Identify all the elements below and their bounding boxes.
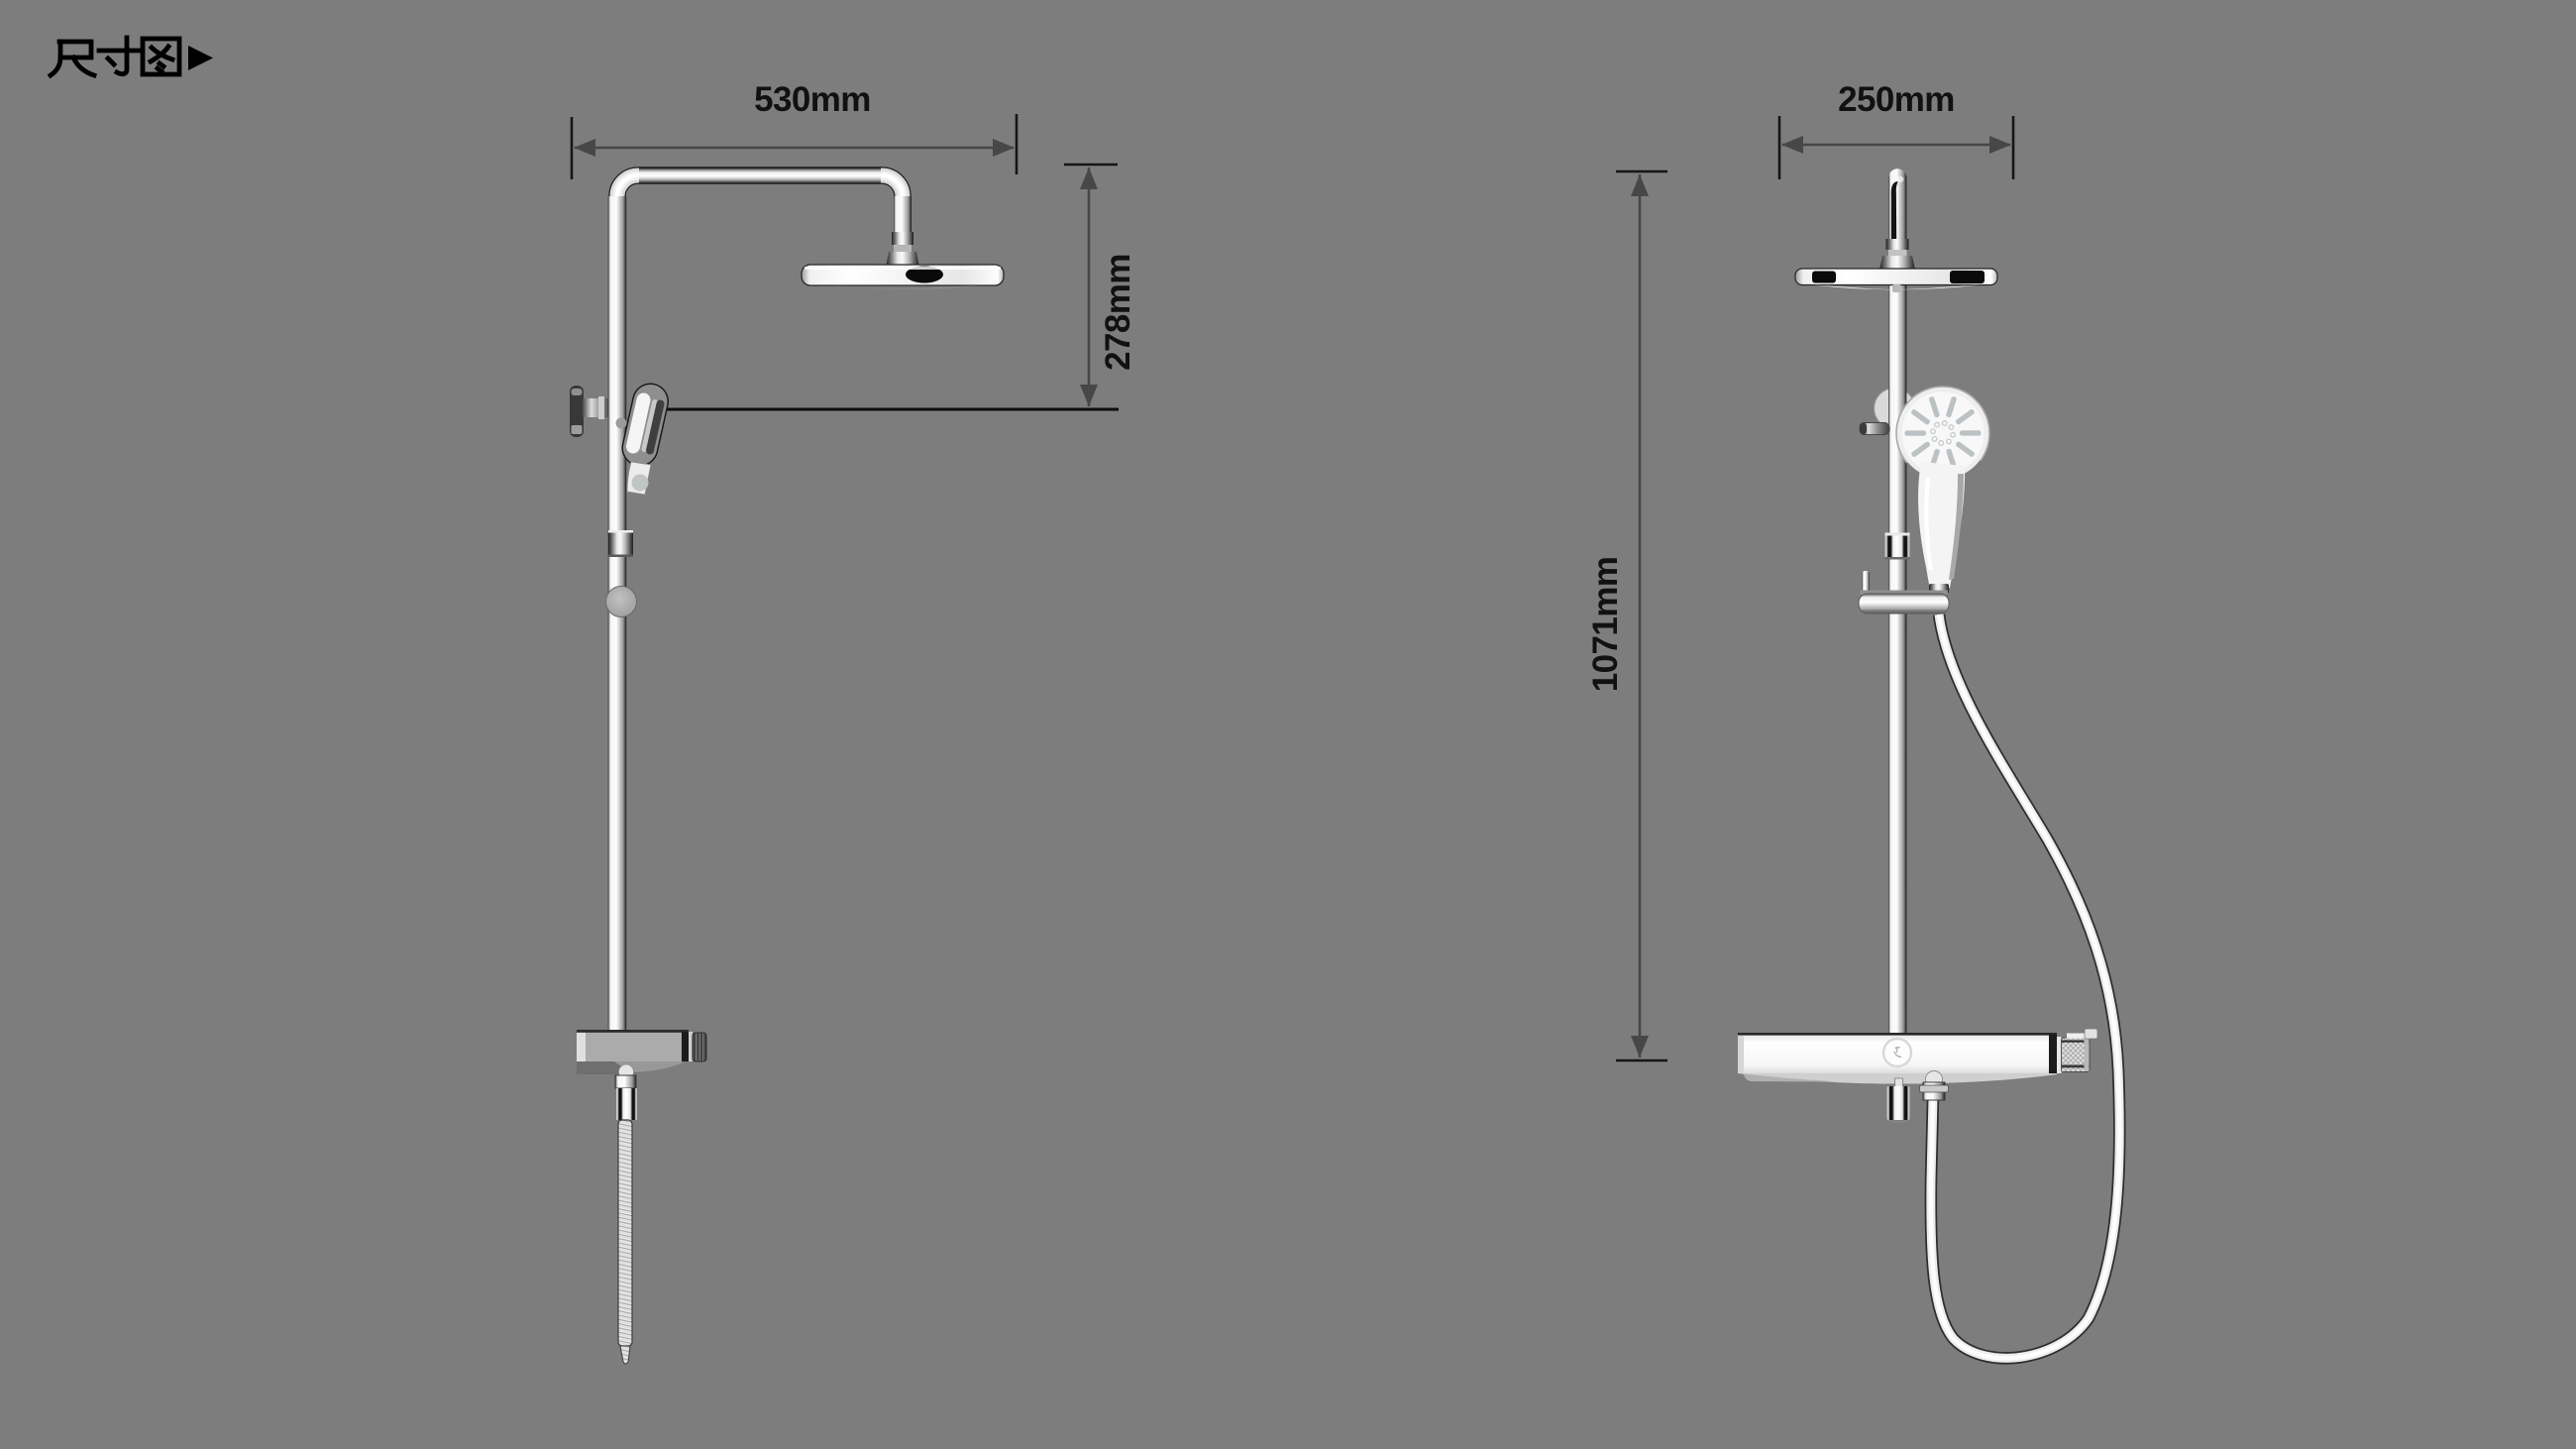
svg-text:1071mm: 1071mm [1586, 557, 1625, 693]
svg-text:278mm: 278mm [1099, 254, 1137, 371]
svg-text:530mm: 530mm [754, 80, 871, 119]
svg-text:250mm: 250mm [1838, 80, 1955, 119]
